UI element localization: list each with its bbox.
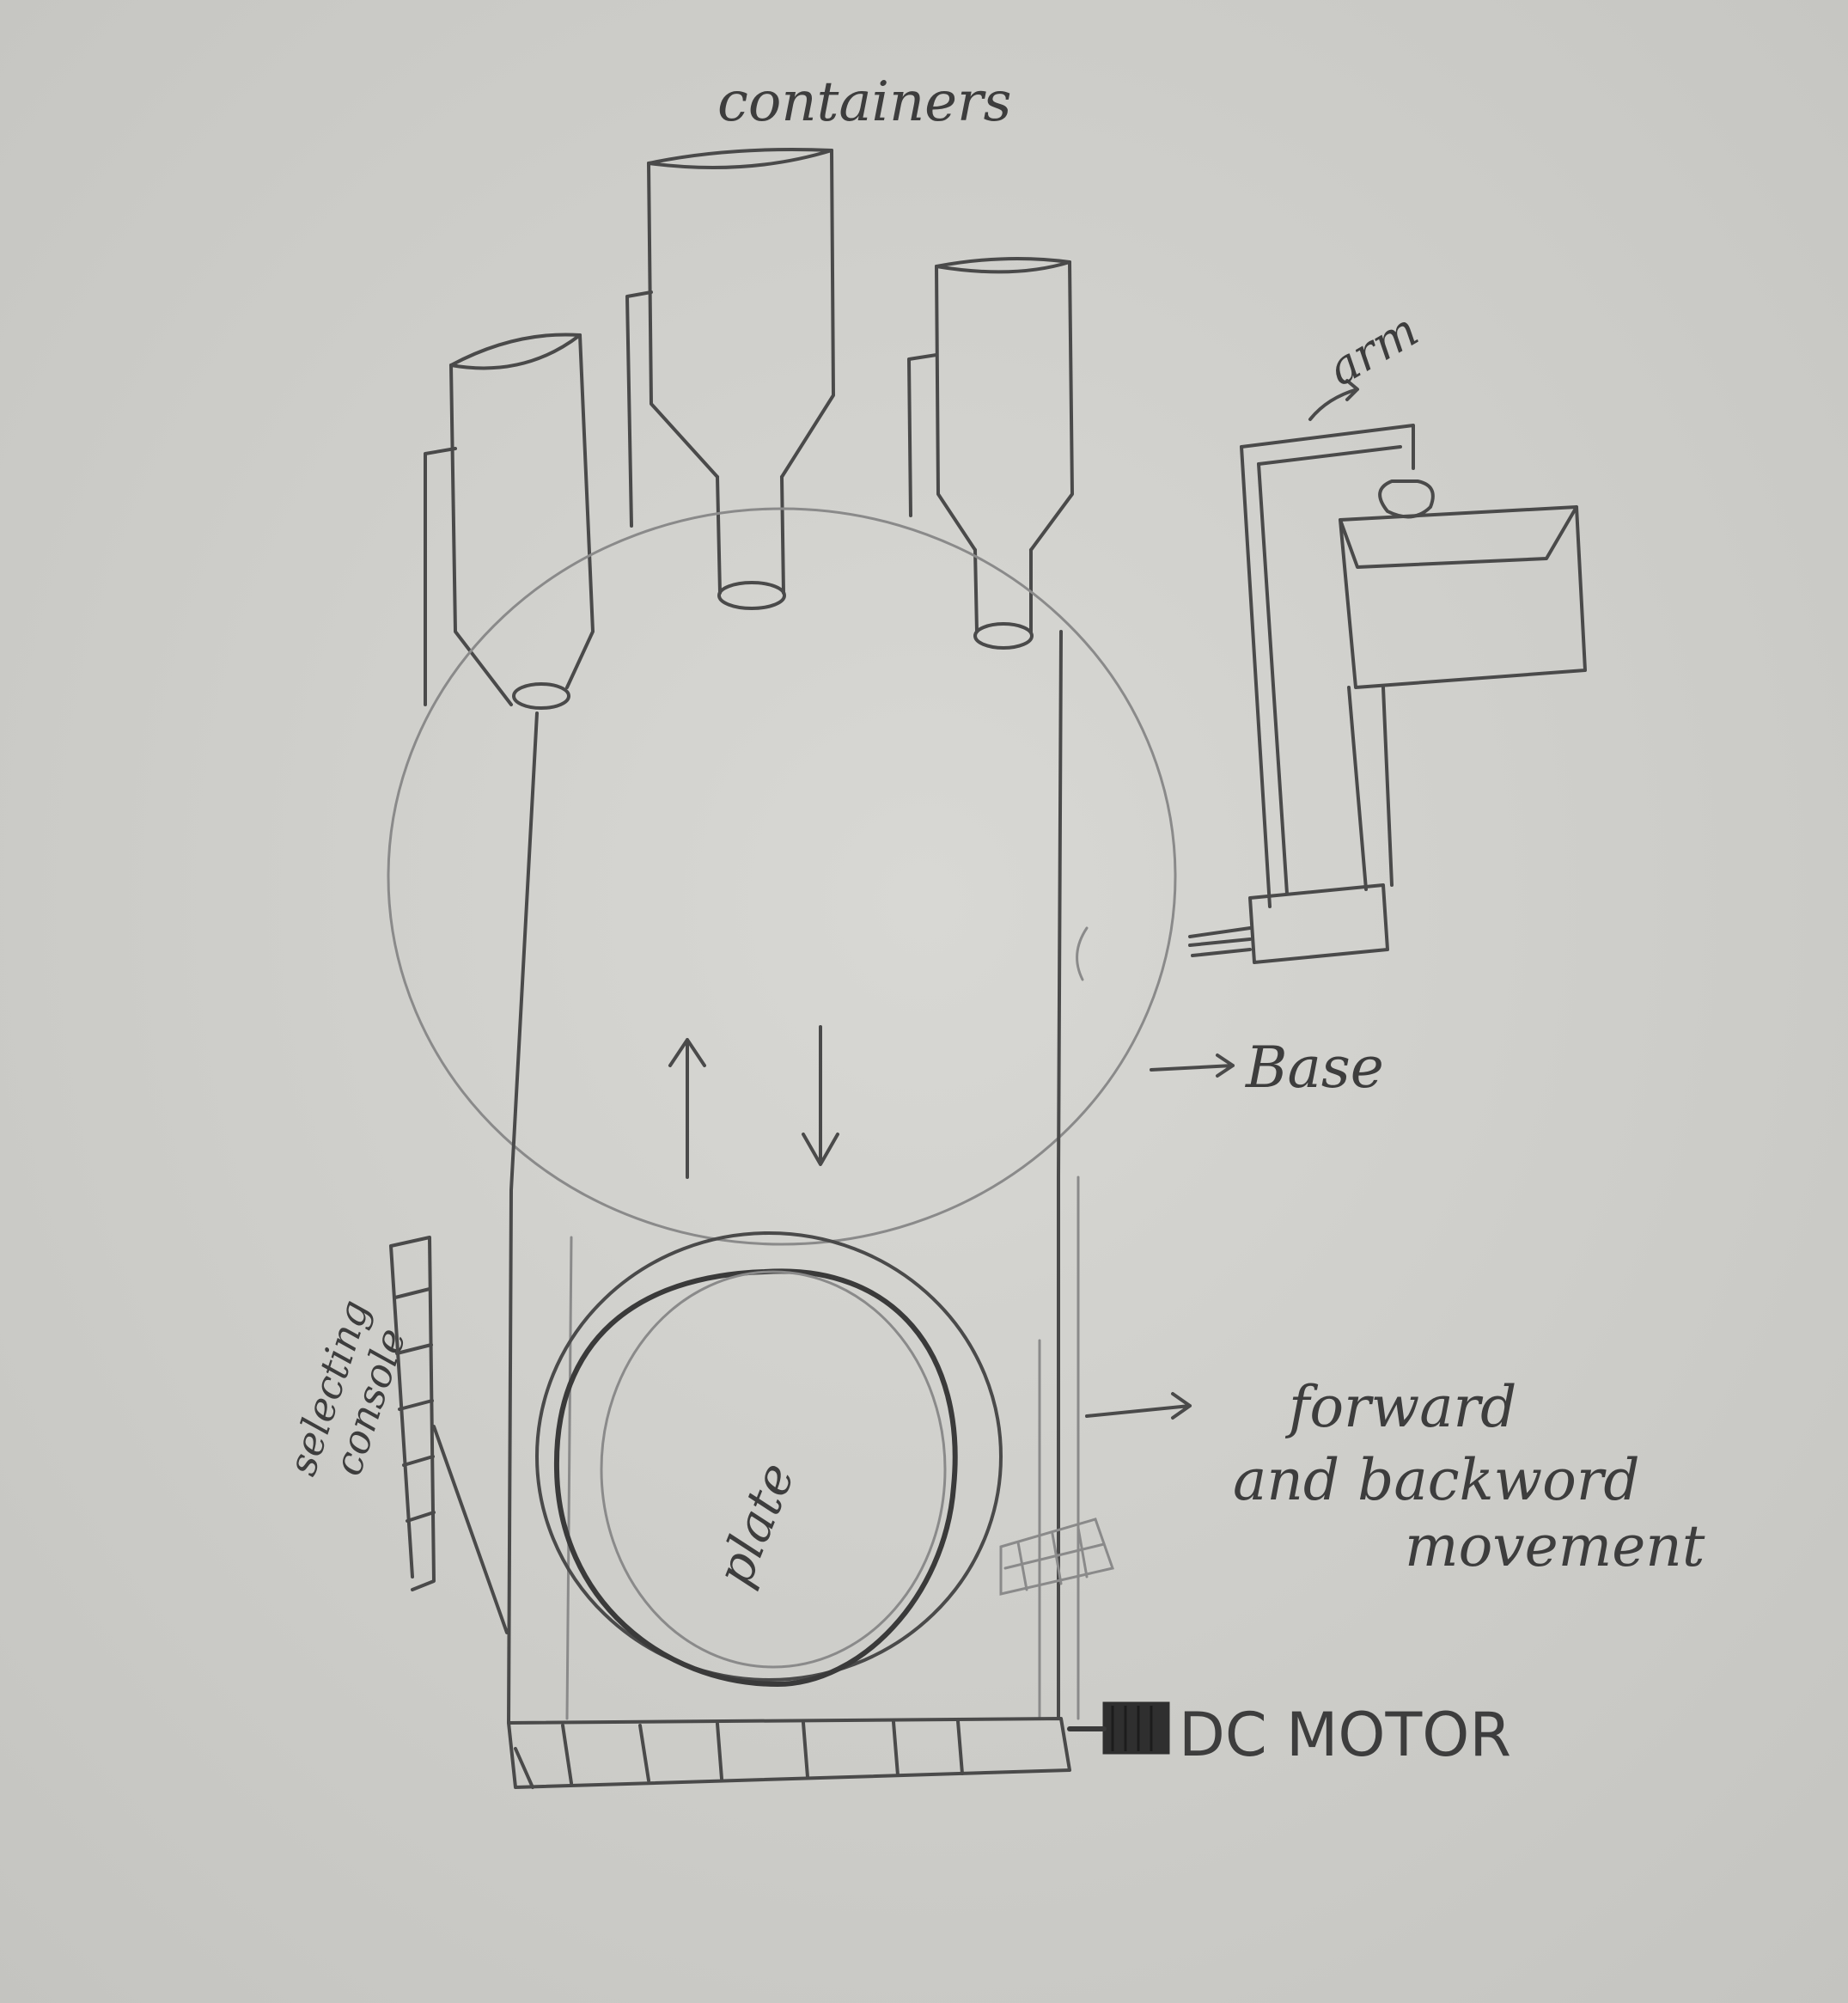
label-dc-motor: DC MOTOR	[1179, 1700, 1511, 1770]
label-and-backword: and backword	[1233, 1447, 1640, 1513]
label-base: Base	[1245, 1035, 1384, 1101]
label-forward: forward	[1284, 1374, 1516, 1440]
label-movement: movement	[1405, 1513, 1705, 1579]
label-containers: containers	[717, 70, 1011, 134]
